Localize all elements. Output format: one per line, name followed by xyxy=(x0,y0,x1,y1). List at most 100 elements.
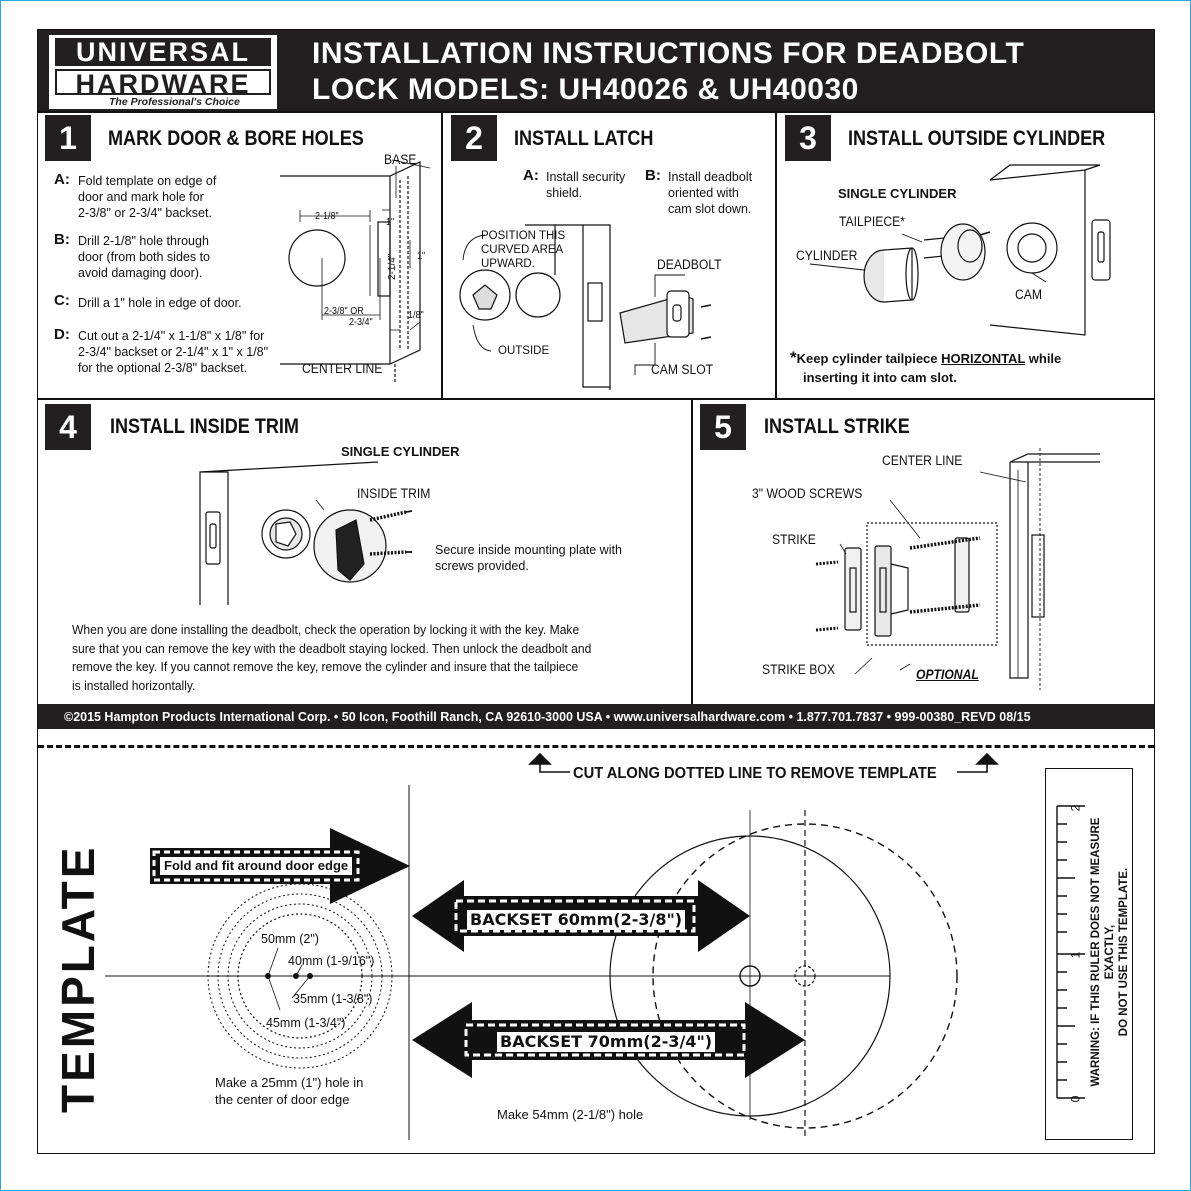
footer-text: ©2015 Hampton Products International Cor… xyxy=(64,709,1031,724)
text-line: Secure inside mounting plate with xyxy=(435,543,622,557)
text-line: Cut out a 2-1/4" x 1-1/8" x 1/8" for xyxy=(78,329,265,343)
text-line: oriented with xyxy=(668,186,739,200)
panel-divider xyxy=(691,398,693,704)
step3-note-line2: inserting it into cam slot. xyxy=(803,370,957,385)
step2-number: 2 xyxy=(451,115,497,161)
text-line: Install security xyxy=(546,170,626,184)
backset-60-label: BACKSET 60mm(2-3/8") xyxy=(467,910,686,930)
step1-d-text: Cut out a 2-1/4" x 1-1/8" x 1/8" for 2-3… xyxy=(78,328,268,376)
logo-line1: UNIVERSAL xyxy=(55,38,271,66)
circle-45-label: 45mm (1-3/4") xyxy=(266,1016,346,1030)
step1-number: 1 xyxy=(45,115,91,161)
hole-54-note: Make 54mm (2-1/8") hole xyxy=(497,1107,644,1122)
backset-70-label: BACKSET 70mm(2-3/4") xyxy=(497,1032,716,1052)
text-line: screws provided. xyxy=(435,559,529,573)
label-cam: CAM xyxy=(1015,287,1042,302)
logo-line2: HARDWARE xyxy=(55,69,271,98)
ruler-warning: WARNING: IF THIS RULER DOES NOT MEASURE … xyxy=(1089,792,1131,1112)
ruler xyxy=(1045,768,1133,1140)
text-line: for the optional 2-3/8" backset. xyxy=(78,361,248,375)
note-pre: Keep cylinder tailpiece xyxy=(796,351,942,366)
text-line: WARNING: IF THIS RULER DOES NOT MEASURE … xyxy=(1090,817,1116,1087)
label-dim-2-1-8: 2-1/8" xyxy=(315,211,339,222)
label-center-line: CENTER LINE xyxy=(302,361,383,376)
ruler-tick-1: 1 xyxy=(1068,951,1083,959)
step2-b-text: Install deadbolt oriented with cam slot … xyxy=(668,169,752,217)
step5-title: INSTALL STRIKE xyxy=(764,415,910,438)
step4-number: 4 xyxy=(45,404,91,450)
ruler-tick-0: 0 xyxy=(1068,1095,1083,1103)
circle-50-label: 50mm (2") xyxy=(261,932,319,946)
strike-diagram xyxy=(815,448,1100,690)
step4-single-cylinder: SINGLE CYLINDER xyxy=(341,444,460,459)
text-line: Drill a 1" hole in edge of door. xyxy=(78,296,242,310)
text-line: Drill 2-1/8" hole through xyxy=(78,234,209,248)
label-cylinder: CYLINDER xyxy=(796,248,858,263)
circle-40-label: 40mm (1-9/16") xyxy=(288,954,375,968)
step5-number: 5 xyxy=(700,404,746,450)
circle-35-label: 35mm (1-3/8") xyxy=(293,992,373,1006)
footer-bar: ©2015 Hampton Products International Cor… xyxy=(38,704,1154,729)
door-bore-diagram xyxy=(280,159,431,382)
label-wood-screws: 3" WOOD SCREWS xyxy=(752,486,863,501)
step1-title: MARK DOOR & BORE HOLES xyxy=(108,127,364,150)
label-dim-1-8: 1/8" xyxy=(408,310,424,321)
note-star: * xyxy=(790,348,797,367)
panel-divider xyxy=(775,111,777,399)
text-line: cam slot down. xyxy=(668,202,752,216)
step2-a-text: Install security shield. xyxy=(546,169,625,201)
step2-a-letter: A: xyxy=(523,167,539,184)
label-dim-2-3-4: 2-3/4" xyxy=(349,317,373,328)
step1-d-letter: D: xyxy=(54,326,70,343)
title-line1: INSTALLATION INSTRUCTIONS FOR DEADBOLT xyxy=(312,37,1025,70)
text-line: 2-3/4" backset or 2-1/4" x 1" x 1/8" xyxy=(78,345,269,359)
step3-note-line1: *Keep cylinder tailpiece HORIZONTAL whil… xyxy=(790,348,1061,367)
note-emph: HORIZONTAL xyxy=(941,351,1026,366)
label-dim-2-3-8: 2-3/8" OR xyxy=(324,306,364,317)
panel-divider xyxy=(38,398,1154,400)
text-line: When you are done installing the deadbol… xyxy=(72,622,580,637)
step3-number: 3 xyxy=(785,115,831,161)
cut-label: CUT ALONG DOTTED LINE TO REMOVE TEMPLATE xyxy=(573,765,937,782)
label-cam-slot: CAM SLOT xyxy=(651,362,714,377)
label-tailpiece: TAILPIECE* xyxy=(839,214,905,229)
text-line: Install deadbolt xyxy=(668,170,753,184)
instruction-sheet xyxy=(37,29,1155,1154)
text-line: is installed horizontally. xyxy=(72,677,196,693)
step1-b-text: Drill 2-1/8" hole through door (from bot… xyxy=(78,233,210,281)
template-word: TEMPLATE xyxy=(52,844,104,1113)
ruler-ticks xyxy=(1056,805,1085,1099)
step2-position-note: POSITION THIS CURVED AREA UPWARD. xyxy=(481,229,565,271)
inside-trim-diagram xyxy=(199,461,413,605)
text-line: POSITION THIS xyxy=(481,230,566,242)
step4-final-text: When you are done installing the deadbol… xyxy=(72,621,591,695)
step1-c-letter: C: xyxy=(54,292,70,309)
text-line: shield. xyxy=(546,186,583,200)
ruler-tick-2: 2 xyxy=(1068,804,1083,812)
text-line: avoid damaging door). xyxy=(78,266,203,280)
page-title: INSTALLATION INSTRUCTIONS FOR DEADBOLT L… xyxy=(312,36,1024,108)
text-line: 2-3/8" or 2-3/4" backset. xyxy=(78,206,212,220)
text-line: UPWARD. xyxy=(481,258,535,270)
label-inside-trim: INSIDE TRIM xyxy=(357,486,431,501)
logo-tagline: The Professional's Choice xyxy=(109,96,240,108)
fold-label: Fold and fit around door edge xyxy=(160,857,353,875)
text-line: CURVED AREA xyxy=(481,244,564,256)
text-line: the center of door edge xyxy=(215,1092,350,1107)
text-line: DO NOT USE THIS TEMPLATE. xyxy=(1118,867,1130,1037)
label-dim-1b: 1" xyxy=(417,251,426,262)
step1-b-letter: B: xyxy=(54,231,70,248)
label-dim-1a: 1" xyxy=(386,217,395,228)
label-strike-box: STRIKE BOX xyxy=(762,662,835,677)
step1-a-text: Fold template on edge of door and mark h… xyxy=(78,173,216,221)
step4-title: INSTALL INSIDE TRIM xyxy=(110,415,299,438)
step2-b-letter: B: xyxy=(645,167,661,184)
step2-title: INSTALL LATCH xyxy=(514,127,654,150)
step1-c-text: Drill a 1" hole in edge of door. xyxy=(78,295,242,311)
text-line: Make a 25mm (1") hole in xyxy=(215,1075,364,1090)
panel-divider xyxy=(441,111,443,399)
step3-single-cylinder: SINGLE CYLINDER xyxy=(838,186,957,201)
text-line: remove the key. If you cannot remove the… xyxy=(72,659,579,674)
step3-title: INSTALL OUTSIDE CYLINDER xyxy=(848,127,1106,150)
label-base: BASE xyxy=(384,152,417,167)
